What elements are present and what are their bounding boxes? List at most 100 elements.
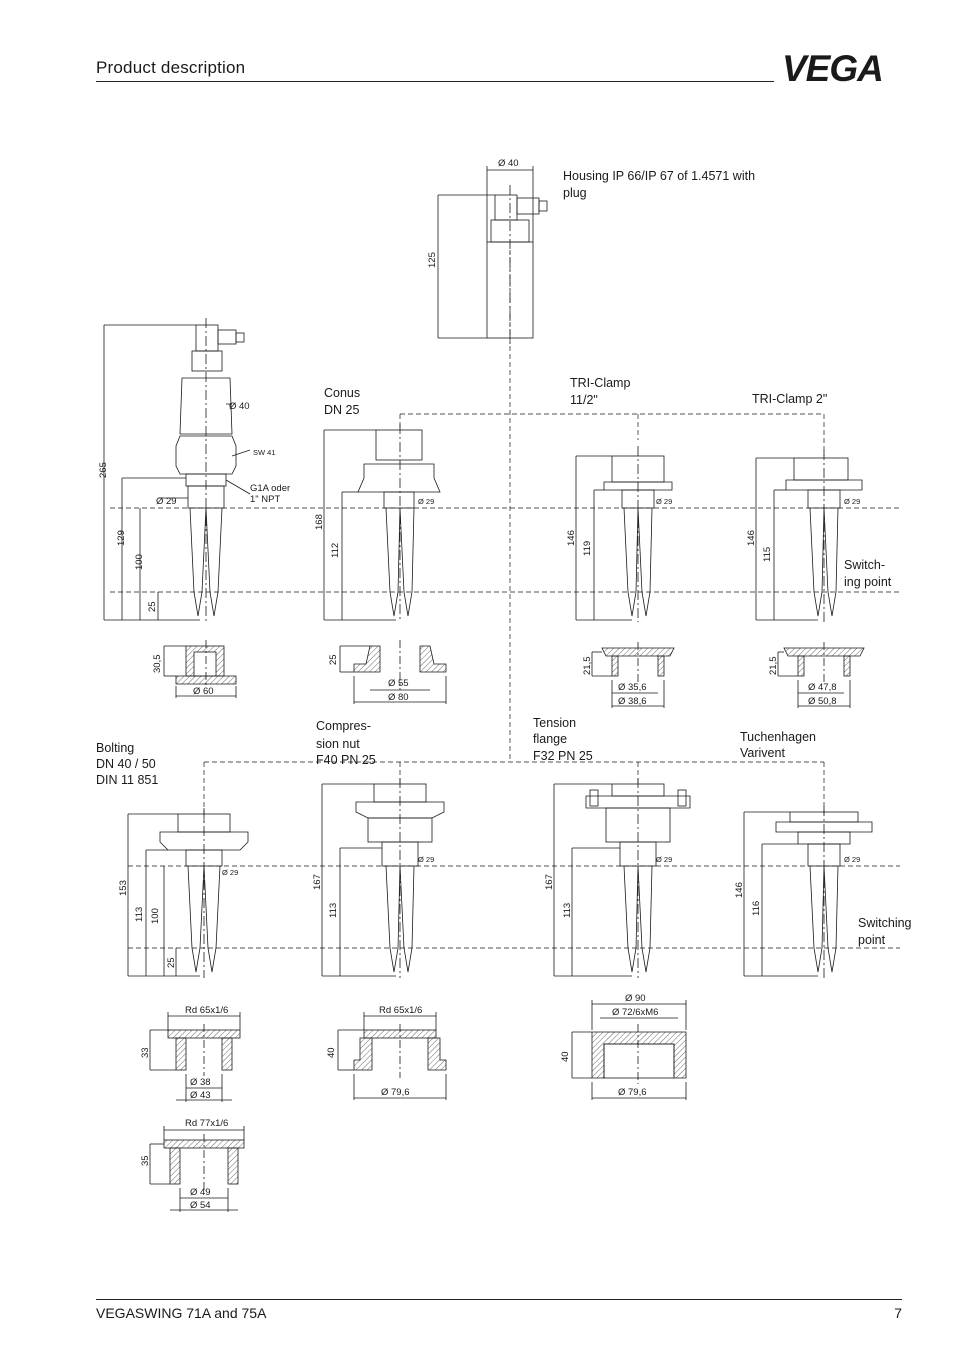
triclamp2-switch-2: ing point bbox=[844, 575, 892, 589]
tension-a-dia: Ø 79,6 bbox=[618, 1087, 647, 1098]
bolting-drawing bbox=[127, 808, 249, 978]
tension-title-2: flange bbox=[533, 732, 567, 746]
base-h265: 265 bbox=[98, 462, 109, 478]
triclamp2-title: TRI-Clamp 2" bbox=[752, 392, 827, 406]
bolting-title-2: DN 40 / 50 bbox=[96, 757, 156, 771]
tuchenhagen-h116: 116 bbox=[751, 901, 762, 916]
bolting-title-3: DIN 11 851 bbox=[96, 773, 158, 787]
bolting-a1-thread: Rd 65x1/6 bbox=[185, 1005, 228, 1016]
housing-drawing bbox=[437, 166, 548, 345]
compression-h113: 113 bbox=[328, 903, 339, 918]
bolting-adapter1-drawing bbox=[149, 1012, 241, 1102]
tension-a-h: 40 bbox=[560, 1051, 571, 1062]
triclamp2-adapter-dia2: Ø 50,8 bbox=[808, 696, 837, 707]
conus-title-1: Conus bbox=[324, 386, 360, 400]
tuchenhagen-h146: 146 bbox=[734, 882, 745, 898]
triclamp15-title-1: TRI-Clamp bbox=[570, 376, 630, 390]
triclamp15-adapter-dia2: Ø 38,6 bbox=[618, 696, 647, 707]
bolting-h25: 25 bbox=[166, 957, 177, 968]
tension-a-dia72: Ø 72/6xM6 bbox=[612, 1007, 658, 1018]
tuchenhagen-switch-2: point bbox=[858, 933, 886, 947]
bolting-a1-dia1: Ø 38 bbox=[190, 1077, 211, 1088]
header-rule bbox=[96, 81, 774, 82]
triclamp2-h146: 146 bbox=[746, 530, 757, 546]
housing-label-1: Housing IP 66/IP 67 of 1.4571 with bbox=[563, 169, 755, 183]
tension-dia29: Ø 29 bbox=[656, 855, 672, 864]
triclamp15-drawing bbox=[575, 446, 673, 622]
triclamp15-title-2: 11/2" bbox=[570, 393, 598, 407]
tension-h167: 167 bbox=[544, 874, 555, 890]
triclamp15-adapter-h: 21,5 bbox=[582, 657, 593, 676]
reference-lines bbox=[110, 250, 900, 949]
triclamp2-adapter-h: 21,5 bbox=[768, 657, 779, 676]
compression-a-thread: Rd 65x1/6 bbox=[379, 1005, 422, 1016]
triclamp2-drawing bbox=[755, 450, 863, 622]
base-dia29: Ø 29 bbox=[156, 496, 177, 507]
tuchenhagen-switch-1: Switching bbox=[858, 916, 912, 930]
conus-adapter-drawing bbox=[339, 640, 447, 704]
triclamp15-adapter-drawing bbox=[591, 642, 675, 708]
bolting-a1-h: 33 bbox=[140, 1047, 151, 1058]
compression-adapter-drawing bbox=[337, 1012, 447, 1100]
compression-a-h: 40 bbox=[326, 1047, 337, 1058]
base-adapter-dia: Ø 60 bbox=[193, 686, 214, 697]
housing-label-2: plug bbox=[563, 186, 587, 200]
base-sw: SW 41 bbox=[253, 448, 276, 457]
triclamp15-h146: 146 bbox=[566, 530, 577, 546]
tuchenhagen-dia29: Ø 29 bbox=[844, 855, 860, 864]
triclamp2-switch-1: Switch- bbox=[844, 558, 885, 572]
bolting-h113: 113 bbox=[134, 907, 145, 922]
base-h129: 129 bbox=[116, 530, 127, 546]
compression-a-dia: Ø 79,6 bbox=[381, 1087, 410, 1098]
triclamp2-h115: 115 bbox=[762, 547, 773, 562]
base-dia40: Ø 40 bbox=[229, 401, 250, 412]
bolting-title-1: Bolting bbox=[96, 741, 134, 755]
compression-title-2: sion nut bbox=[316, 737, 360, 751]
base-h100: 100 bbox=[134, 554, 145, 570]
base-adapter-drawing bbox=[163, 640, 237, 698]
bolting-a2-dia1: Ø 49 bbox=[190, 1187, 211, 1198]
housing-height: 125 bbox=[427, 252, 438, 268]
base-thread-2: 1" NPT bbox=[250, 494, 280, 505]
housing-dia: Ø 40 bbox=[498, 158, 519, 169]
triclamp2-adapter-drawing bbox=[777, 642, 865, 708]
vega-logo: VEGA bbox=[782, 50, 884, 86]
compression-title-3: F40 PN 25 bbox=[316, 753, 376, 767]
compression-h167: 167 bbox=[312, 874, 323, 890]
tension-adapter-drawing bbox=[571, 1000, 687, 1100]
bolting-dia29: Ø 29 bbox=[222, 868, 238, 877]
conus-title-2: DN 25 bbox=[324, 403, 359, 417]
triclamp15-h119: 119 bbox=[582, 541, 593, 556]
conus-h112: 112 bbox=[330, 543, 341, 558]
compression-dia29: Ø 29 bbox=[418, 855, 434, 864]
compression-drawing bbox=[321, 778, 445, 978]
bolting-h153: 153 bbox=[118, 880, 129, 896]
footer-rule bbox=[96, 1299, 902, 1300]
tension-drawing bbox=[553, 778, 691, 978]
triclamp15-adapter-dia1: Ø 35,6 bbox=[618, 682, 647, 693]
base-thread-1: G1A oder bbox=[250, 483, 290, 494]
base-h25: 25 bbox=[147, 601, 158, 612]
bolting-adapter2-drawing bbox=[149, 1126, 245, 1212]
tension-h113: 113 bbox=[562, 903, 573, 918]
bolting-a2-dia2: Ø 54 bbox=[190, 1200, 211, 1211]
bolting-a2-h: 35 bbox=[140, 1155, 151, 1166]
footer-product: VEGASWING 71A and 75A bbox=[96, 1305, 267, 1321]
conus-drawing bbox=[323, 424, 441, 622]
conus-adapter-h: 25 bbox=[328, 654, 339, 665]
base-unit-drawing bbox=[103, 318, 251, 622]
bolting-h100: 100 bbox=[150, 908, 161, 924]
tension-title-1: Tension bbox=[533, 716, 576, 730]
bolting-a2-thread: Rd 77x1/6 bbox=[185, 1118, 228, 1129]
tension-title-3: F32 PN 25 bbox=[533, 749, 593, 763]
tuchenhagen-title-1: Tuchenhagen bbox=[740, 730, 816, 744]
conus-adapter-dia1: Ø 55 bbox=[388, 678, 409, 689]
base-adapter-h: 30,5 bbox=[152, 655, 163, 674]
page-number: 7 bbox=[894, 1305, 902, 1321]
tuchenhagen-drawing bbox=[743, 806, 873, 978]
conus-dia29: Ø 29 bbox=[418, 497, 434, 506]
triclamp2-dia29: Ø 29 bbox=[844, 497, 860, 506]
tension-a-dia90: Ø 90 bbox=[625, 993, 646, 1004]
compression-title-1: Compres- bbox=[316, 719, 371, 733]
